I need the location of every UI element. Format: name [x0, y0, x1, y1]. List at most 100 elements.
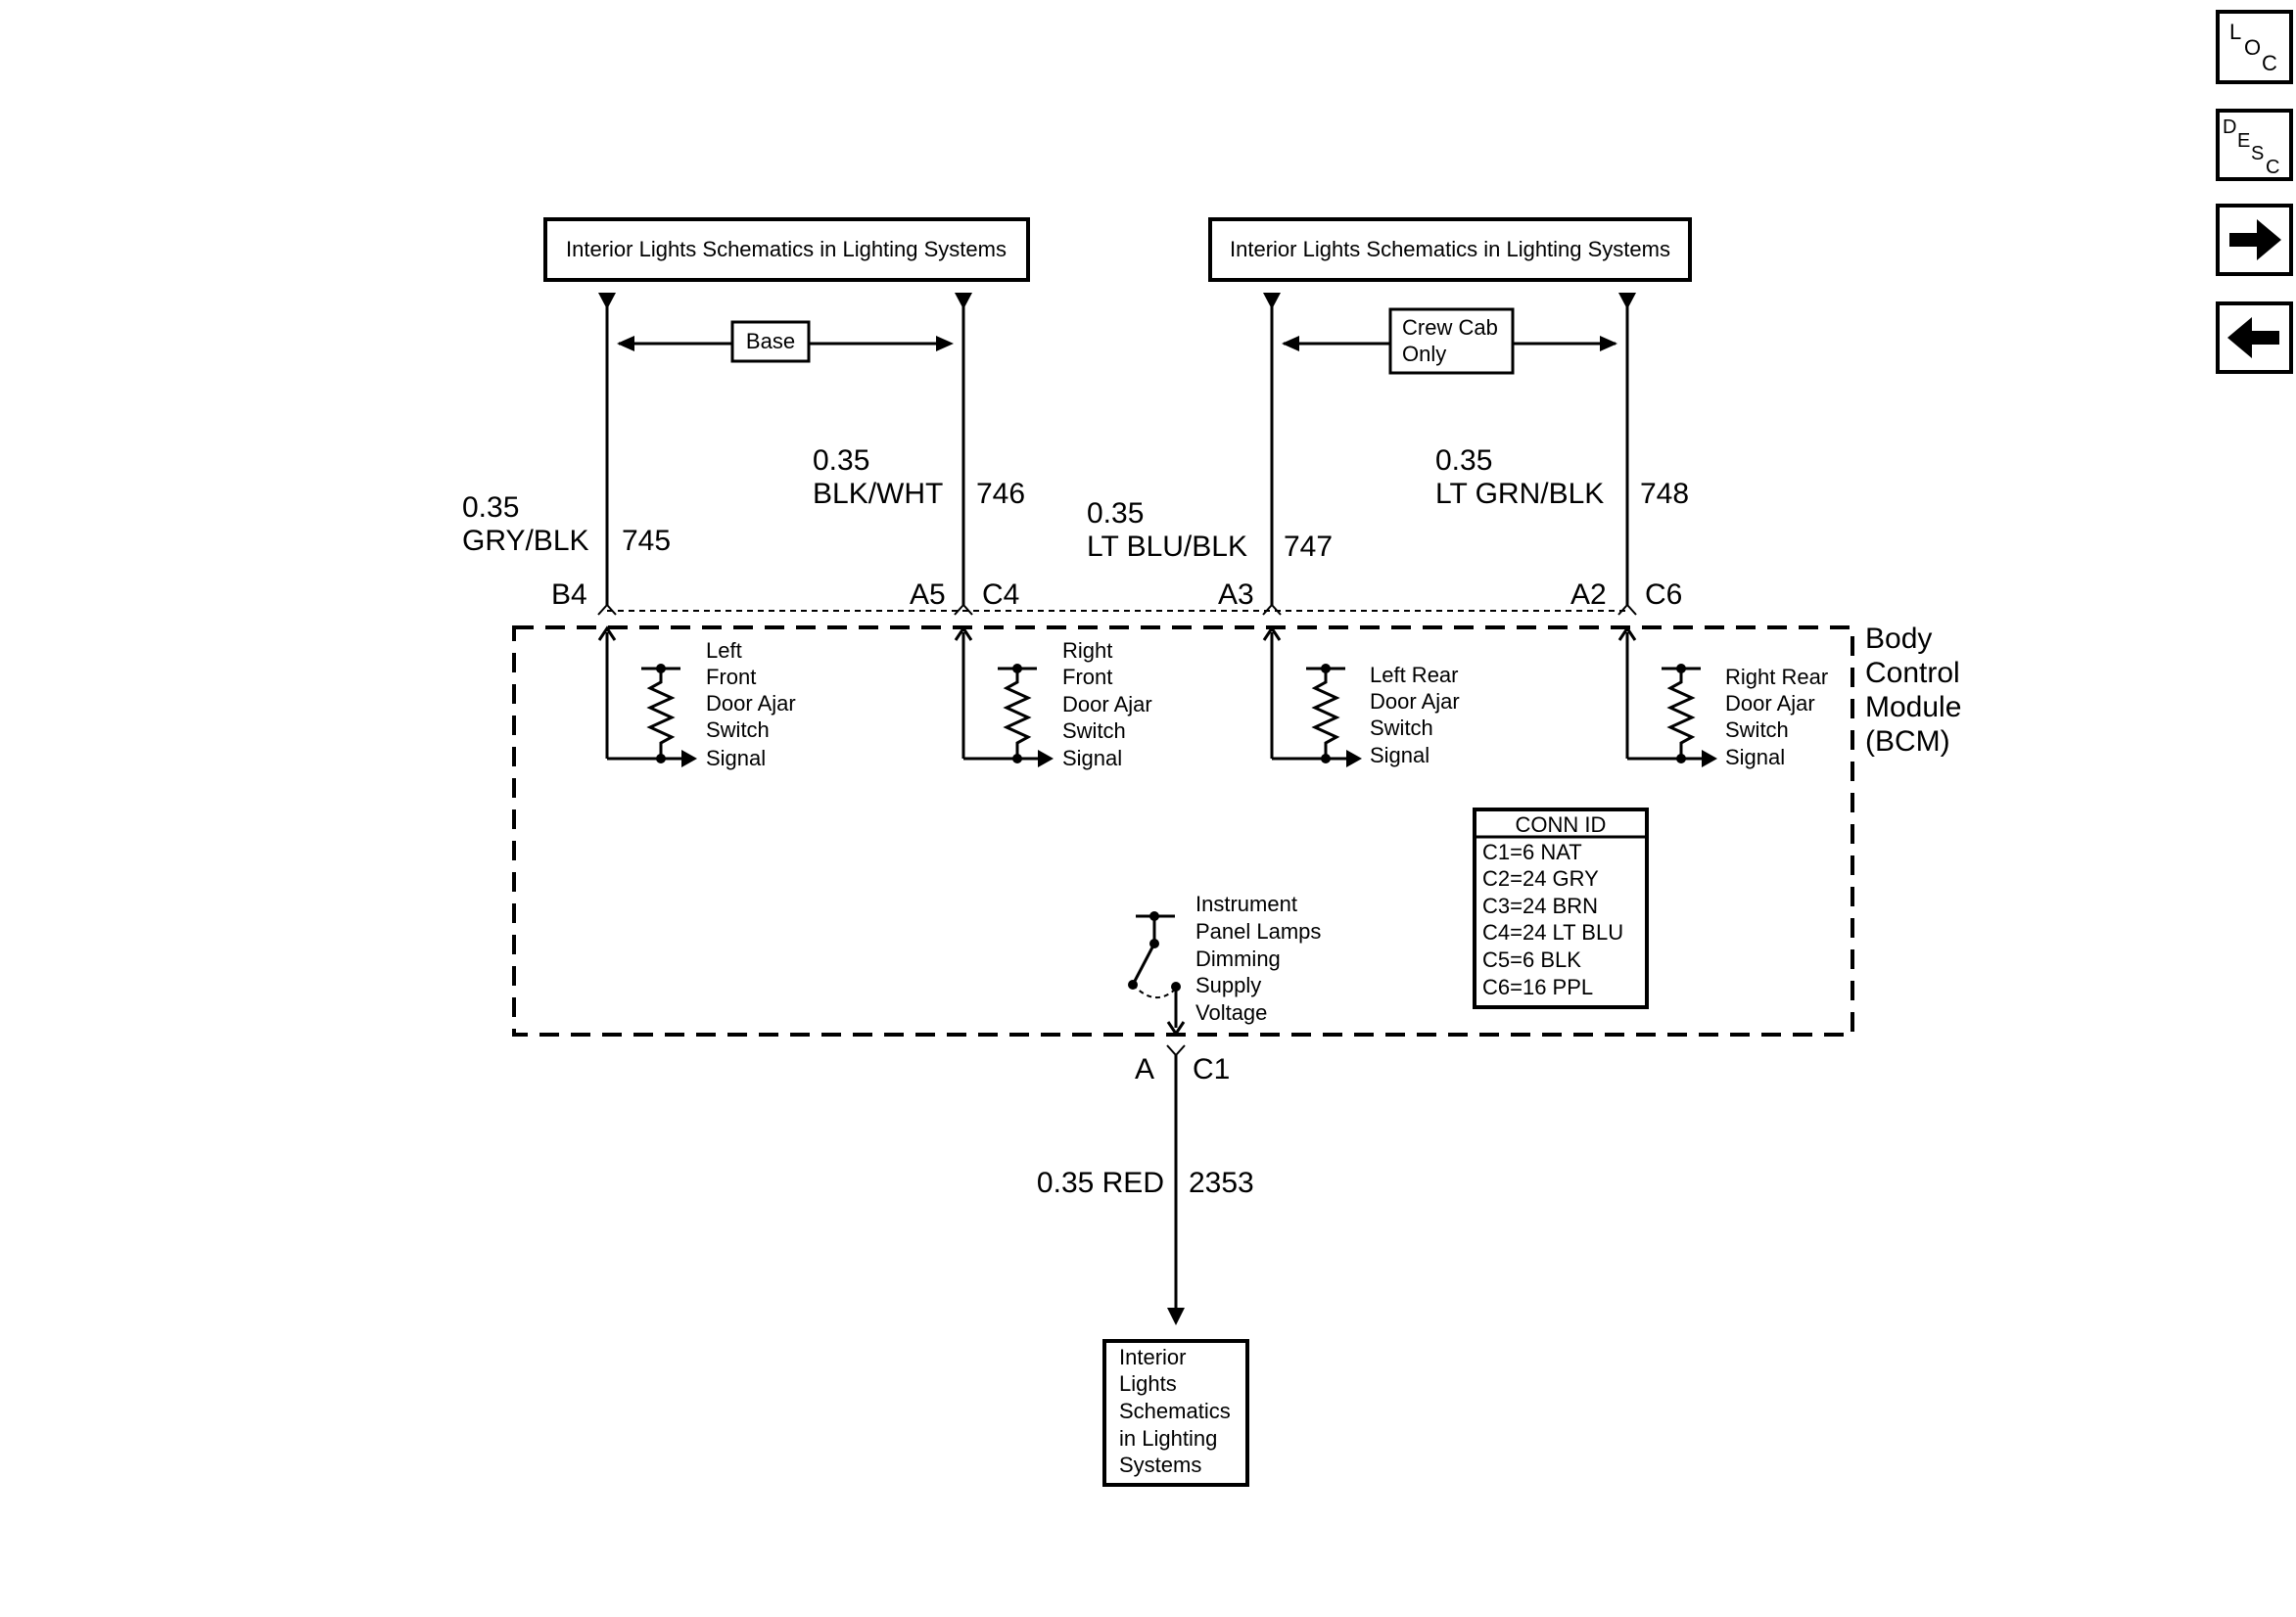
arrow-left-icon — [2227, 317, 2279, 358]
switch-rf-line4: Switch — [1062, 718, 1126, 743]
switch-rr-line4: Signal — [1725, 745, 1785, 769]
wire-745-labels: 0.35 GRY/BLK 745 B4 — [462, 491, 671, 611]
conn-id-row: C1=6 NAT — [1482, 840, 1582, 864]
dimming-line3: Dimming — [1195, 947, 1281, 971]
wire-746-conn: C4 — [982, 578, 1019, 611]
switch-right-front-label: Right Front Door Ajar Switch Signal — [1062, 638, 1152, 770]
option-crewcab-line2: Only — [1402, 342, 1446, 366]
bottom-box-line4: in Lighting — [1119, 1426, 1217, 1451]
dimming-line5: Voltage — [1195, 1000, 1267, 1025]
switch-left-front-label: Left Front Door Ajar Switch Signal — [706, 638, 796, 770]
loc-letter-o: O — [2244, 35, 2261, 60]
option-crewcab-box: Crew Cab Only — [1388, 307, 1515, 375]
wire-746-labels: 0.35 BLK/WHT 746 A5 C4 — [813, 444, 1025, 611]
option-base-label: Base — [746, 329, 795, 353]
conn-id-row: C6=16 PPL — [1482, 975, 1593, 999]
bcm-boundary — [512, 625, 1854, 1037]
wire-748-conn: C6 — [1645, 578, 1682, 611]
wire-747-color: LT BLU/BLK — [1087, 531, 1247, 563]
switch-rr-pullup-resistor — [1666, 669, 1696, 759]
dimming-switch-nodes — [1128, 911, 1181, 992]
prev-page-button[interactable] — [2216, 301, 2293, 374]
desc-button[interactable]: D E S C — [2216, 109, 2293, 181]
switch-rr-input-arrow — [1617, 625, 1637, 641]
bottom-box-line5: Systems — [1119, 1453, 1201, 1477]
switch-left-rear-label: Left Rear Door Ajar Switch Signal — [1370, 663, 1460, 767]
dimming-line1: Instrument — [1195, 892, 1297, 916]
top-connector — [597, 603, 1637, 616]
bottom-box[interactable]: Interior Lights Schematics in Lighting S… — [1102, 1339, 1249, 1487]
desc-letter-s: S — [2251, 143, 2264, 164]
wire-745-circuit: 745 — [622, 525, 671, 557]
switch-lf-signal-arrow — [681, 750, 697, 767]
conn-id-row: C5=6 BLK — [1482, 947, 1581, 972]
switch-rf-line5: Signal — [1062, 746, 1122, 770]
arrow-right-icon — [2229, 219, 2281, 260]
conn-id-row: C2=24 GRY — [1482, 866, 1599, 891]
switch-rf-pullup-resistor — [1003, 669, 1032, 759]
desc-letter-d: D — [2223, 116, 2236, 138]
top-box-left[interactable]: Interior Lights Schematics in Lighting S… — [543, 217, 1030, 282]
switch-lf-input-arrow — [597, 625, 617, 641]
top-box-right-label: Interior Lights Schematics in Lighting S… — [1230, 237, 1670, 261]
dimming-label: Instrument Panel Lamps Dimming Supply Vo… — [1195, 892, 1321, 1025]
bottom-box-line2: Lights — [1119, 1371, 1177, 1396]
wire-748-labels: 0.35 LT GRN/BLK 748 A2 C6 — [1435, 444, 1689, 611]
wire-745-color: GRY/BLK — [462, 525, 589, 557]
switch-rf-signal-arrow — [1038, 750, 1054, 767]
switch-rf-line3: Door Ajar — [1062, 692, 1152, 716]
switch-lf-line2: Front — [706, 665, 756, 689]
switch-lr-signal-arrow — [1346, 750, 1362, 767]
switch-lf-line5: Signal — [706, 746, 766, 770]
bcm-label-line1: Body — [1865, 623, 1932, 655]
wire-748-pin: A2 — [1570, 578, 1607, 611]
desc-letter-e: E — [2237, 130, 2250, 152]
switch-right-rear-label: Right Rear Door Ajar Switch Signal — [1725, 665, 1828, 769]
switch-rr-line1: Right Rear — [1725, 665, 1828, 689]
option-base-box: Base — [730, 320, 811, 363]
option-base-bracket — [617, 336, 954, 351]
dimming-output-arrow — [1166, 1021, 1186, 1037]
wire-746-pin: A5 — [910, 578, 946, 611]
wire-745-pin: B4 — [551, 578, 587, 611]
switch-lr-line3: Switch — [1370, 716, 1433, 740]
top-box-right[interactable]: Interior Lights Schematics in Lighting S… — [1208, 217, 1692, 282]
wire-748-circuit: 748 — [1640, 478, 1689, 510]
switch-lr-line2: Door Ajar — [1370, 689, 1460, 714]
bcm-label-line4: (BCM) — [1865, 725, 1950, 758]
bottom-wire-arrow — [1167, 1308, 1185, 1325]
bottom-box-line1: Interior — [1119, 1345, 1186, 1369]
switch-rf-line2: Front — [1062, 665, 1112, 689]
switch-rf-line1: Right — [1062, 638, 1112, 663]
wire-747-labels: 0.35 LT BLU/BLK 747 A3 — [1087, 497, 1333, 611]
bottom-pin: A — [1135, 1053, 1154, 1086]
wire-746-gauge: 0.35 — [813, 444, 869, 477]
next-page-button[interactable] — [2216, 204, 2293, 276]
conn-id-row: C3=24 BRN — [1482, 894, 1598, 918]
switch-rf-junction-node — [1012, 754, 1022, 763]
wire-747-gauge: 0.35 — [1087, 497, 1144, 530]
dimming-line2: Panel Lamps — [1195, 919, 1321, 944]
loc-button[interactable]: L O C — [2216, 10, 2293, 84]
wire-top-markers — [598, 293, 1636, 309]
bottom-wire — [1166, 1044, 1186, 1312]
switch-lr-input-arrow — [1262, 625, 1282, 641]
wire-746-circuit: 746 — [976, 478, 1025, 510]
switch-rr-signal-arrow — [1702, 750, 1717, 767]
bcm-label-line3: Module — [1865, 691, 1961, 723]
wire-748-color: LT GRN/BLK — [1435, 478, 1604, 510]
option-crewcab-bracket — [1282, 336, 1617, 351]
switch-rr-junction-node — [1676, 754, 1686, 763]
switch-lr-junction-node — [1321, 754, 1331, 763]
door-switch-circuits — [597, 625, 1717, 767]
top-box-left-label: Interior Lights Schematics in Lighting S… — [566, 237, 1007, 261]
switch-lr-line1: Left Rear — [1370, 663, 1459, 687]
conn-id-table: CONN ID C1=6 NAT C2=24 GRY C3=24 BRN C4=… — [1473, 808, 1649, 1009]
switch-rr-line3: Switch — [1725, 717, 1789, 742]
wire-745-gauge: 0.35 — [462, 491, 519, 524]
switch-lr-line4: Signal — [1370, 743, 1429, 767]
switch-lf-junction-node — [656, 754, 666, 763]
switch-lf-line1: Left — [706, 638, 742, 663]
bcm-label-line2: Control — [1865, 657, 1960, 689]
